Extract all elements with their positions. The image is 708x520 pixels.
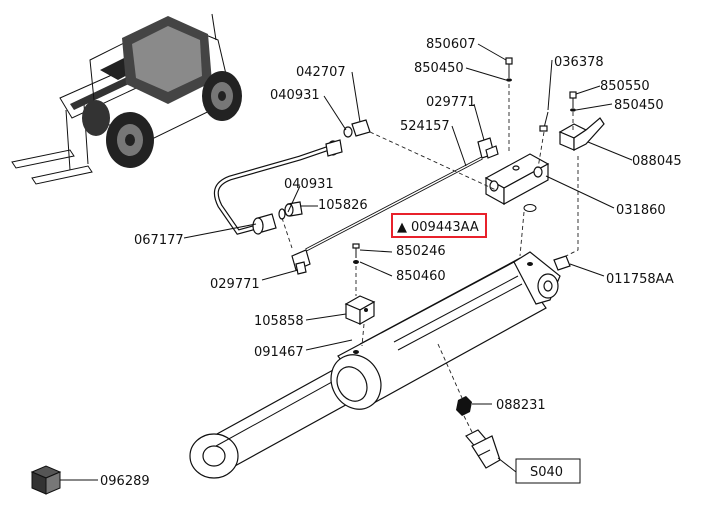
label-850460[interactable]: 850460 <box>396 269 446 284</box>
label-524157[interactable]: 524157 <box>400 119 450 134</box>
bracket-088045 <box>558 91 605 151</box>
label-040931-bottom[interactable]: 040931 <box>284 177 334 192</box>
label-850450-top[interactable]: 850450 <box>414 61 464 76</box>
fitting-042707 <box>325 119 371 157</box>
telehandler-illustration <box>11 13 242 185</box>
label-042707[interactable]: 042707 <box>296 65 346 80</box>
label-088045[interactable]: 088045 <box>632 154 682 169</box>
reference-box-S040[interactable]: S040 <box>515 458 581 484</box>
screw-850246 <box>352 243 360 264</box>
s040-box <box>515 458 581 484</box>
label-067177[interactable]: 067177 <box>134 233 184 248</box>
label-011758AA[interactable]: 011758AA <box>606 272 674 287</box>
fitting-029771-top <box>477 137 499 159</box>
fitting-011758AA <box>553 255 571 271</box>
label-850607[interactable]: 850607 <box>426 37 476 52</box>
sensor-088231 <box>456 396 501 469</box>
bolt-850607 <box>505 57 513 82</box>
screw-036378 <box>539 111 549 132</box>
label-105858[interactable]: 105858 <box>254 314 304 329</box>
assembly-lines <box>281 84 579 433</box>
label-105826[interactable]: 105826 <box>318 198 368 213</box>
label-029771-top[interactable]: 029771 <box>426 95 476 110</box>
valve-block-031860 <box>484 153 550 206</box>
highlighted-part-009443AA[interactable]: ▲ 009443AA <box>391 213 487 238</box>
leader-lines <box>60 43 633 481</box>
label-091467[interactable]: 091467 <box>254 345 304 360</box>
highlight-box <box>391 213 487 238</box>
part-labels: 850607 850450 036378 850550 850450 04270… <box>100 37 682 489</box>
cube-096289 <box>30 465 62 495</box>
label-850550[interactable]: 850550 <box>600 79 650 94</box>
label-850246[interactable]: 850246 <box>396 244 446 259</box>
label-031860[interactable]: 031860 <box>616 203 666 218</box>
clamp-105858 <box>344 295 376 326</box>
hydraulic-cylinder <box>189 251 561 479</box>
fitting-105826 <box>252 201 303 235</box>
label-088231[interactable]: 088231 <box>496 398 546 413</box>
s040-label: S040 <box>530 465 563 480</box>
label-036378[interactable]: 036378 <box>554 55 604 70</box>
label-850450-right[interactable]: 850450 <box>614 98 664 113</box>
o-ring <box>523 204 537 212</box>
label-009443AA[interactable]: 009443AA <box>411 220 479 235</box>
label-040931-top[interactable]: 040931 <box>270 88 320 103</box>
warning-triangle-icon: ▲ <box>397 220 407 235</box>
label-096289[interactable]: 096289 <box>100 474 150 489</box>
label-029771-bottom[interactable]: 029771 <box>210 277 260 292</box>
